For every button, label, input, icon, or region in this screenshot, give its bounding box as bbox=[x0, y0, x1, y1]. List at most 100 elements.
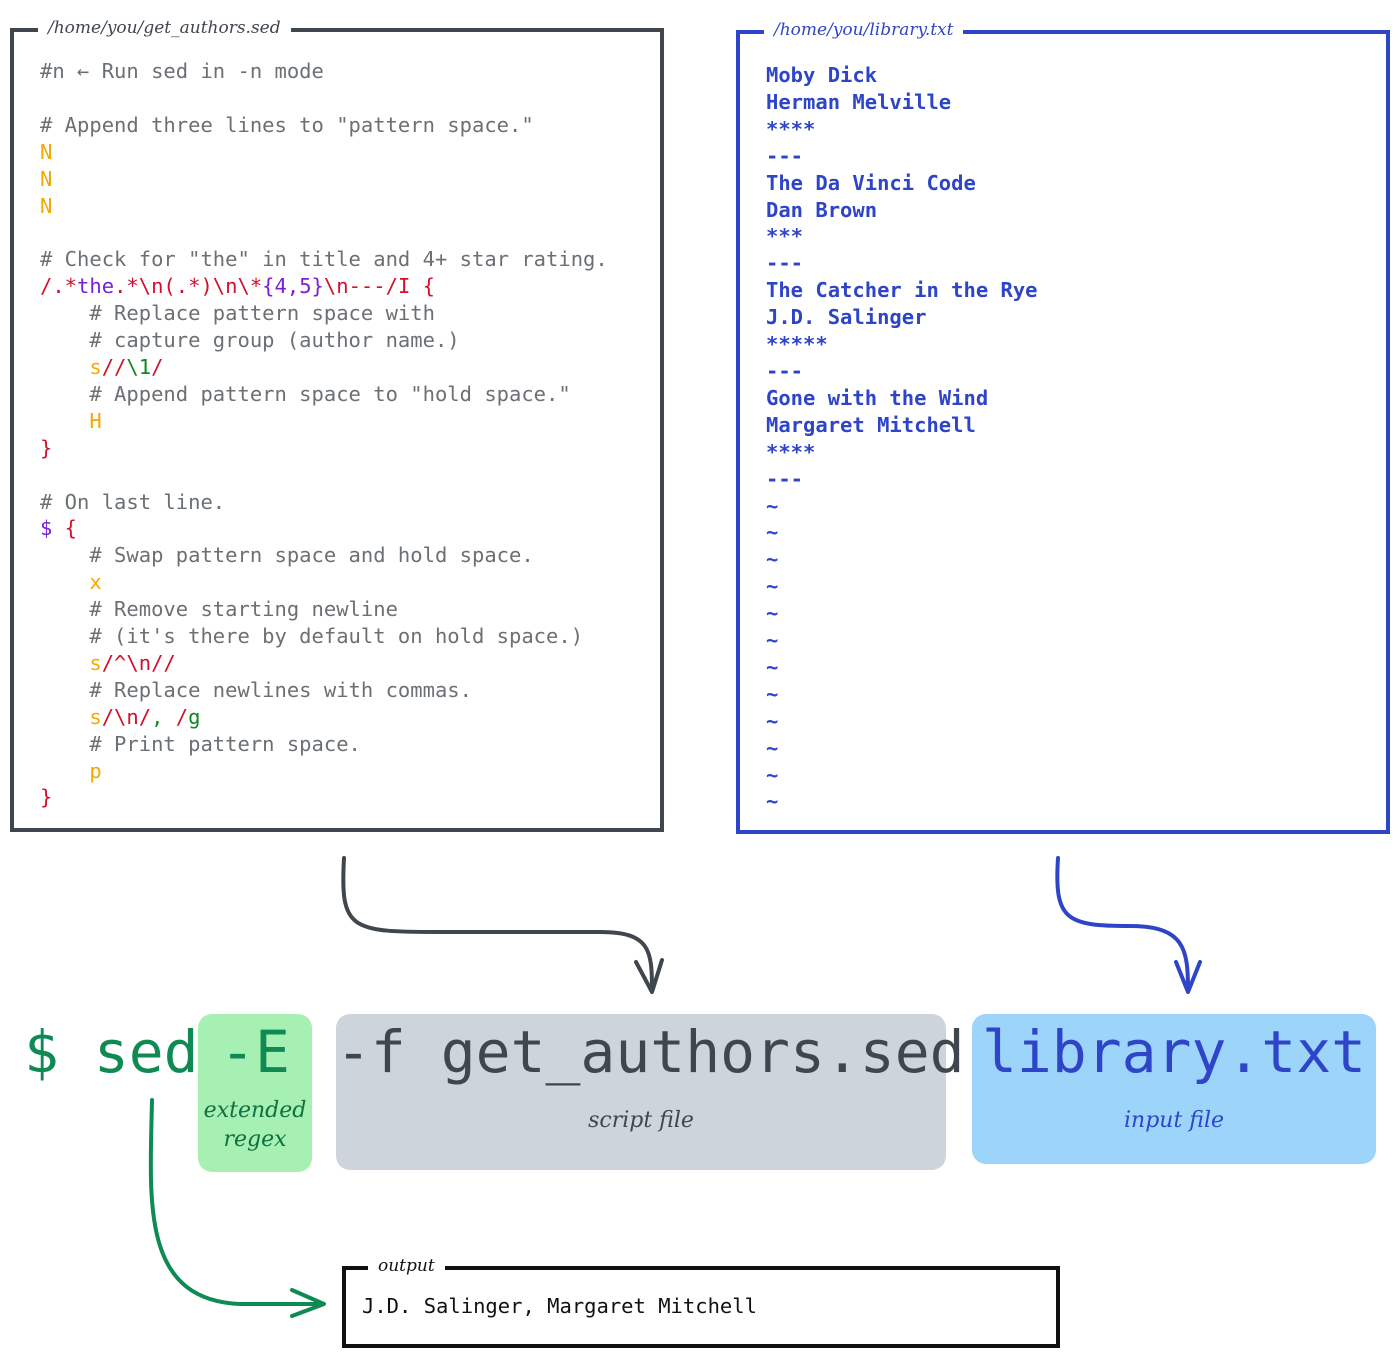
script-line: #n ← Run sed in -n mode bbox=[40, 58, 608, 85]
code-token: s bbox=[89, 650, 102, 675]
input-line: ~ bbox=[766, 601, 779, 626]
input-line: --- bbox=[766, 143, 804, 168]
code-token: /^\n// bbox=[101, 650, 176, 675]
code-token: p bbox=[89, 758, 102, 783]
code-token: N bbox=[40, 193, 53, 218]
flag-caption: extended regex bbox=[198, 1096, 312, 1154]
input-arg-pill: library.txt input file bbox=[972, 1014, 1376, 1164]
input-line: The Da Vinci Code bbox=[766, 170, 976, 195]
input-line: --- bbox=[766, 251, 804, 276]
code-token: N bbox=[40, 139, 53, 164]
flag-text: -E bbox=[220, 1018, 290, 1086]
script-line: # Replace pattern space with bbox=[40, 300, 608, 327]
input-line: ~ bbox=[766, 789, 779, 814]
code-token: # Replace newlines with commas. bbox=[40, 677, 472, 702]
input-line: ~ bbox=[766, 762, 779, 787]
code-token: , bbox=[151, 704, 164, 729]
script-line: # capture group (author name.) bbox=[40, 327, 608, 354]
code-token bbox=[40, 759, 89, 783]
code-token: # Append three lines to "pattern space." bbox=[40, 112, 534, 137]
code-token: x bbox=[89, 570, 102, 595]
code-token: $ bbox=[40, 516, 53, 541]
script-line: # Append three lines to "pattern space." bbox=[40, 112, 608, 139]
code-token: } bbox=[40, 785, 53, 810]
script-line: # Check for "the" in title and 4+ star r… bbox=[40, 246, 608, 273]
input-line: Margaret Mitchell bbox=[766, 412, 976, 437]
script-arrow-head bbox=[634, 958, 664, 994]
input-line: ~ bbox=[766, 547, 779, 572]
script-line: s/^\n// bbox=[40, 650, 608, 677]
code-token bbox=[40, 651, 89, 675]
input-line: J.D. Salinger bbox=[766, 305, 927, 330]
script-arg-text: -f get_authors.sed bbox=[336, 1018, 965, 1086]
output-label: output bbox=[368, 1256, 445, 1276]
code-token: // bbox=[101, 354, 127, 379]
code-token bbox=[40, 355, 89, 379]
input-line: ~ bbox=[766, 574, 779, 599]
command-prefix: $ sed bbox=[24, 1018, 199, 1086]
code-token: } bbox=[40, 435, 53, 460]
script-arg-caption: script file bbox=[588, 1108, 694, 1133]
code-token: .*\n(.*)\n\* bbox=[114, 274, 263, 299]
code-token: / bbox=[163, 704, 189, 729]
script-line: # Replace newlines with commas. bbox=[40, 677, 608, 704]
script-line bbox=[40, 219, 608, 246]
code-token: /.* bbox=[40, 274, 78, 299]
input-line: ~ bbox=[766, 735, 779, 760]
input-line: ~ bbox=[766, 681, 779, 706]
script-line: H bbox=[40, 408, 608, 435]
code-token: # Check for "the" in title and 4+ star r… bbox=[40, 247, 608, 272]
input-line: --- bbox=[766, 466, 804, 491]
script-line: # (it's there by default on hold space.) bbox=[40, 623, 608, 650]
input-line: *** bbox=[766, 224, 804, 249]
output-panel: output J.D. Salinger, Margaret Mitchell bbox=[342, 1256, 1060, 1348]
code-token bbox=[40, 409, 89, 433]
code-token: # Print pattern space. bbox=[40, 731, 361, 756]
script-arrow bbox=[341, 856, 654, 992]
output-arrow-head bbox=[290, 1288, 326, 1318]
script-line bbox=[40, 85, 608, 112]
code-token bbox=[40, 705, 89, 729]
input-line: The Catcher in the Rye bbox=[766, 278, 1038, 303]
script-line: N bbox=[40, 166, 608, 193]
script-line bbox=[40, 462, 608, 489]
code-token: # Swap pattern space and hold space. bbox=[40, 543, 534, 568]
code-token: / bbox=[151, 354, 164, 379]
input-line: Moby Dick bbox=[766, 63, 878, 87]
code-token: { bbox=[52, 516, 78, 541]
input-line: --- bbox=[766, 358, 804, 383]
input-arg-text: library.txt bbox=[981, 1018, 1367, 1086]
script-line: # On last line. bbox=[40, 489, 608, 516]
script-line: # Remove starting newline bbox=[40, 596, 608, 623]
code-token bbox=[40, 570, 89, 594]
code-token: s bbox=[89, 354, 102, 379]
input-line: Dan Brown bbox=[766, 197, 878, 222]
script-line: /.*the.*\n(.*)\n\*{4,5}\n---/I { bbox=[40, 273, 608, 300]
script-file-panel: /home/you/get_authors.sed #n ← Run sed i… bbox=[10, 18, 664, 832]
output-text: J.D. Salinger, Margaret Mitchell bbox=[362, 1294, 757, 1318]
input-line: ~ bbox=[766, 520, 779, 545]
input-line: ~ bbox=[766, 493, 779, 518]
input-arrow bbox=[1055, 856, 1190, 992]
code-token: /\n/ bbox=[101, 704, 152, 729]
input-line: ~ bbox=[766, 708, 779, 733]
input-line: Herman Melville bbox=[766, 89, 952, 114]
script-line: # Append pattern space to "hold space." bbox=[40, 381, 608, 408]
script-line: N bbox=[40, 139, 608, 166]
input-arg-caption: input file bbox=[1123, 1108, 1225, 1133]
input-arrow-head bbox=[1174, 960, 1202, 994]
code-token: # Replace pattern space with bbox=[40, 301, 435, 326]
flag-pill: -E extended regex bbox=[198, 1014, 312, 1172]
code-token: # Remove starting newline bbox=[40, 597, 398, 622]
input-line: Gone with the Wind bbox=[766, 385, 989, 410]
code-token: {4,5} bbox=[262, 274, 324, 299]
code-token: H bbox=[89, 408, 102, 433]
code-token: # Append pattern space to "hold space." bbox=[40, 381, 571, 406]
input-line: **** bbox=[766, 116, 816, 141]
script-line: p bbox=[40, 758, 608, 785]
flag-caption-line-2: regex bbox=[223, 1127, 287, 1152]
code-token: # capture group (author name.) bbox=[40, 328, 460, 353]
script-line: } bbox=[40, 435, 608, 462]
code-token: \n---/I { bbox=[323, 274, 435, 299]
